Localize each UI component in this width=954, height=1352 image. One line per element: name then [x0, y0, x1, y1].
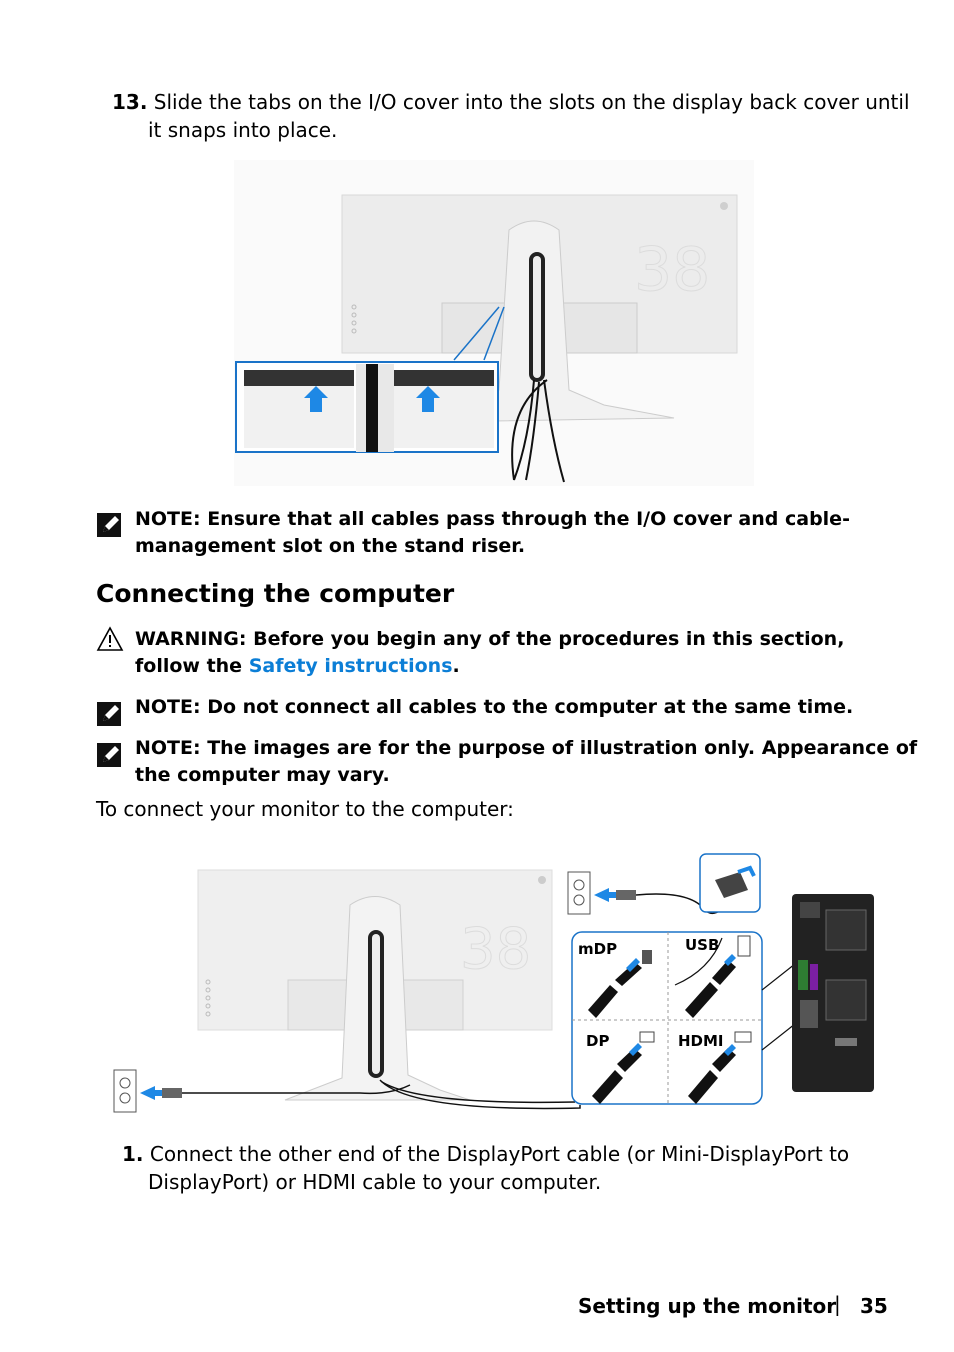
- warning-line2: follow the Safety instructions.: [135, 655, 460, 677]
- pencil-note-icon: [97, 511, 123, 543]
- step-text: Connect the other end of the DisplayPort…: [149, 1142, 850, 1166]
- io-cover-illustration: 38: [234, 160, 754, 486]
- section-heading: Connecting the computer: [96, 579, 455, 608]
- computer-connection-illustration: 38: [110, 850, 880, 1120]
- hdmi-label: HDMI: [678, 1032, 724, 1050]
- step-13-line2: it snaps into place.: [148, 118, 338, 142]
- pencil-note-icon: [97, 741, 123, 773]
- step-1-line2: DisplayPort) or HDMI cable to your compu…: [148, 1170, 602, 1194]
- svg-text:38: 38: [634, 235, 710, 305]
- step-text: Slide the tabs on the I/O cover into the…: [153, 90, 910, 114]
- page-number: 35: [860, 1294, 888, 1318]
- svg-text:38: 38: [460, 917, 531, 982]
- safety-instructions-link[interactable]: Safety instructions: [248, 655, 453, 677]
- note-cables-line2: management slot on the stand riser.: [135, 535, 526, 557]
- warning-line1: WARNING: Before you begin any of the pro…: [135, 628, 845, 650]
- step-number: 1.: [122, 1142, 144, 1166]
- step-1: 1. Connect the other end of the DisplayP…: [122, 1140, 902, 1168]
- footer-separator: |: [834, 1292, 841, 1316]
- warning-triangle-icon: [96, 626, 124, 656]
- intro-text: To connect your monitor to the computer:: [96, 797, 514, 821]
- step-number: 13.: [112, 90, 148, 114]
- pencil-note-icon: [97, 700, 123, 732]
- mdp-label: mDP: [578, 940, 618, 958]
- note-illustration-line2: the computer may vary.: [135, 764, 390, 786]
- usb-label: USB: [685, 936, 720, 954]
- step-13: 13. Slide the tabs on the I/O cover into…: [112, 88, 912, 116]
- note-do-not-connect: NOTE: Do not connect all cables to the c…: [135, 696, 854, 718]
- dp-label: DP: [586, 1032, 610, 1050]
- footer-section-title: Setting up the monitor: [578, 1294, 837, 1318]
- note-cables-line1: NOTE: Ensure that all cables pass throug…: [135, 508, 850, 530]
- note-illustration-line1: NOTE: The images are for the purpose of …: [135, 737, 918, 759]
